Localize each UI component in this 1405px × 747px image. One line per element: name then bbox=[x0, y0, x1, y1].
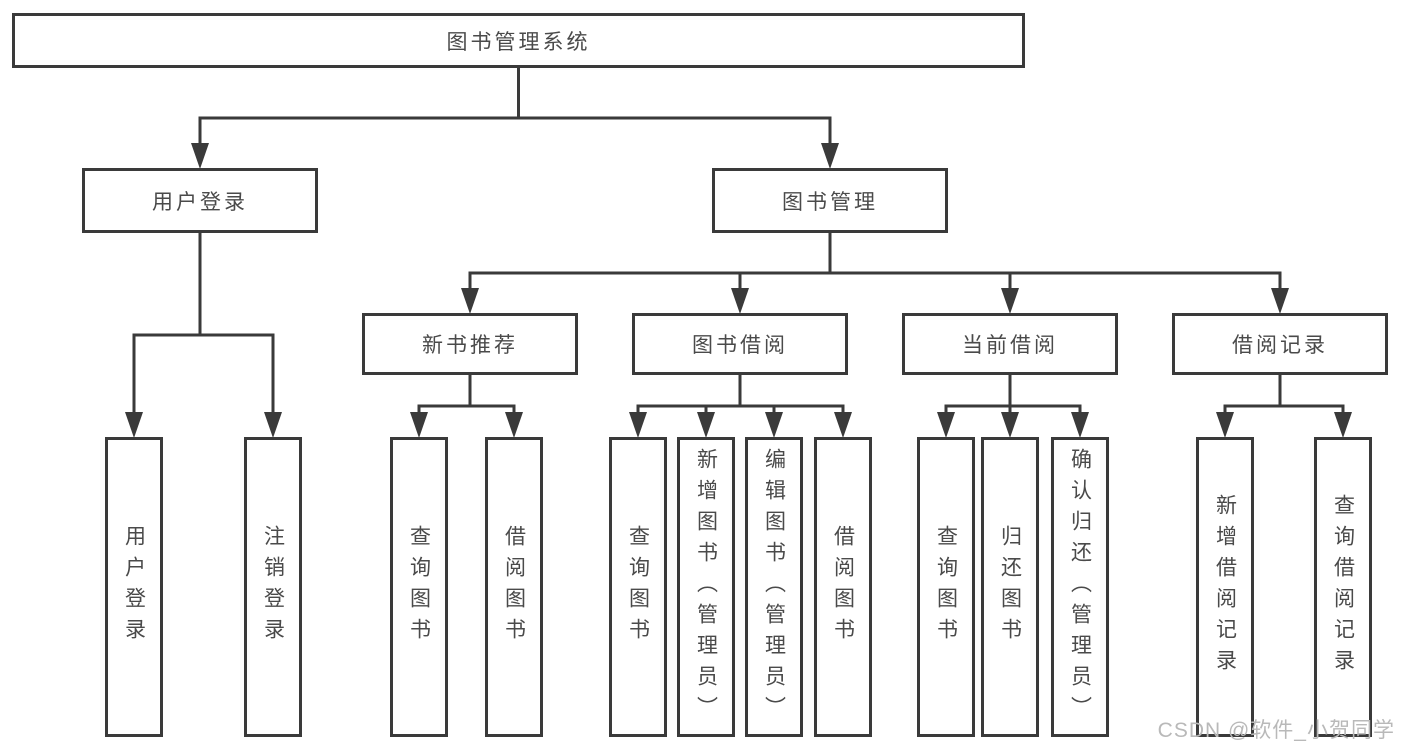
node-leaf-user-login: 用户登录 bbox=[105, 437, 163, 737]
node-label: 图书管理系统 bbox=[446, 30, 591, 54]
node-label: 借阅图书 bbox=[502, 525, 526, 649]
node-leaf-edit-book: 编辑图书（管理员） bbox=[745, 437, 803, 737]
node-label: 查询图书 bbox=[626, 525, 650, 649]
node-leaf-add-borrow-record: 新增借阅记录 bbox=[1196, 437, 1254, 737]
node-label: 查询图书 bbox=[407, 525, 431, 649]
node-leaf-query-borrow-record: 查询借阅记录 bbox=[1314, 437, 1372, 737]
node-leaf-logout: 注销登录 bbox=[244, 437, 302, 737]
node-leaf-query-book-rec: 查询图书 bbox=[390, 437, 448, 737]
node-leaf-query-book-current: 查询图书 bbox=[917, 437, 975, 737]
node-label: 确认归还（管理员） bbox=[1068, 447, 1092, 727]
node-label: 注销登录 bbox=[261, 525, 285, 649]
node-leaf-borrow-book-rec: 借阅图书 bbox=[485, 437, 543, 737]
node-label: 借阅记录 bbox=[1232, 334, 1328, 357]
node-label: 当前借阅 bbox=[962, 334, 1058, 357]
node-leaf-borrow-book-borrow: 借阅图书 bbox=[814, 437, 872, 737]
node-label: 用户登录 bbox=[152, 190, 248, 214]
node-label: 新书推荐 bbox=[422, 334, 518, 357]
node-user-login: 用户登录 bbox=[82, 168, 318, 233]
node-label: 编辑图书（管理员） bbox=[762, 447, 786, 727]
node-label: 用户登录 bbox=[122, 525, 146, 649]
node-new-book-rec: 新书推荐 bbox=[362, 313, 578, 375]
node-label: 图书借阅 bbox=[692, 334, 788, 357]
node-label: 新增图书（管理员） bbox=[694, 447, 718, 727]
node-label: 归还图书 bbox=[998, 525, 1022, 649]
node-label: 新增借阅记录 bbox=[1213, 494, 1237, 680]
node-book-borrow: 图书借阅 bbox=[632, 313, 848, 375]
node-label: 图书管理 bbox=[782, 190, 878, 214]
node-root: 图书管理系统 bbox=[12, 13, 1025, 68]
watermark: CSDN @软件_小贺同学 bbox=[1157, 719, 1395, 742]
node-current-borrow: 当前借阅 bbox=[902, 313, 1118, 375]
node-leaf-add-book: 新增图书（管理员） bbox=[677, 437, 735, 737]
node-label: 查询图书 bbox=[934, 525, 958, 649]
node-label: 借阅图书 bbox=[831, 525, 855, 649]
node-leaf-query-book-borrow: 查询图书 bbox=[609, 437, 667, 737]
node-leaf-confirm-return: 确认归还（管理员） bbox=[1051, 437, 1109, 737]
node-book-mgmt: 图书管理 bbox=[712, 168, 948, 233]
node-label: 查询借阅记录 bbox=[1331, 494, 1355, 680]
node-leaf-return-book: 归还图书 bbox=[981, 437, 1039, 737]
node-borrow-record: 借阅记录 bbox=[1172, 313, 1388, 375]
